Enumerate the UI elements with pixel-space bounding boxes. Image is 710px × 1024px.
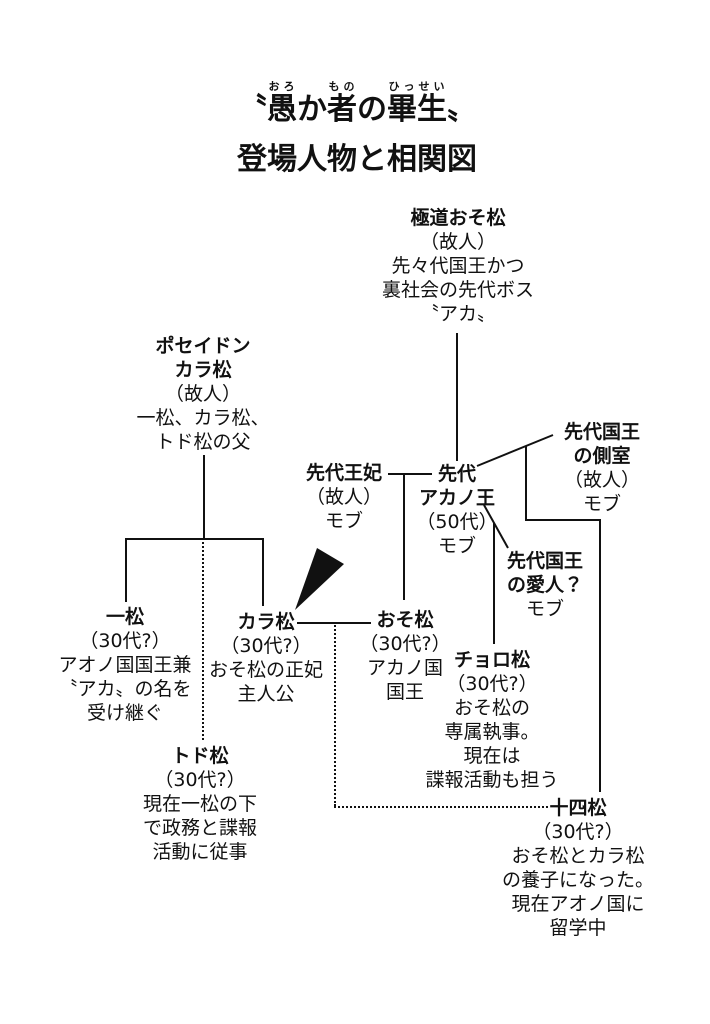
node-todomatsu: トド松 （30代?） 現在一松の下 で政務と諜報 活動に従事	[143, 744, 257, 864]
connector-to-juushimatsu-vertical	[599, 519, 601, 792]
character-detail: 主人公	[237, 683, 295, 705]
character-detail: （故人）	[164, 383, 242, 405]
node-sendai-kokuou-sokushitsu: 先代国王 の側室 （故人） モブ	[564, 420, 640, 516]
character-name: 極道おそ松	[410, 207, 506, 229]
character-detail: 〝アカ〟	[419, 303, 497, 325]
character-detail: アカノ国	[366, 657, 444, 679]
character-name: ポセイドン	[155, 335, 251, 357]
character-detail: （30代?）	[532, 821, 624, 843]
character-name: 十四松	[549, 797, 607, 819]
character-detail: おそ松の	[453, 697, 531, 719]
character-detail: 一松、カラ松、	[136, 407, 270, 429]
character-name: 先代	[437, 463, 476, 485]
character-detail: （30代?）	[359, 633, 451, 655]
quote-close: 〟	[447, 92, 477, 127]
character-name: チョロ松	[453, 649, 531, 671]
connector-adoption-dotted-vertical	[334, 622, 336, 806]
node-karamatsu: カラ松 （30代?） おそ松の正妃 主人公	[209, 610, 323, 706]
character-name: カラ松	[174, 359, 232, 381]
character-detail: モブ	[582, 493, 622, 515]
character-name: の愛人？	[506, 574, 584, 596]
node-ichimatsu: 一松 （30代?） アオノ国国王兼 〝アカ〟の名を 受け継ぐ	[58, 605, 191, 725]
connector-bracket-to-todomatsu-dotted	[202, 538, 204, 740]
character-detail: おそ松の正妃	[208, 659, 324, 681]
connector-poseidon-drop	[203, 455, 205, 538]
character-detail: （50代）	[416, 511, 498, 533]
node-poseidon-karamatsu: ポセイドン カラ松 （故人） 一松、カラ松、 トド松の父	[136, 334, 269, 454]
page-title: 〝愚おろか者ものの畢生ひっせい〟 登場人物と相関図	[237, 80, 477, 178]
character-detail: で政務と諜報	[142, 817, 258, 839]
character-name: カラ松	[237, 611, 295, 633]
character-detail: 専属執事。	[444, 721, 540, 743]
connector-sokushitsu-child-vertical	[525, 446, 527, 521]
node-sendai-kokuou-aijin: 先代国王 の愛人？ モブ	[507, 549, 583, 621]
character-detail: 国王	[385, 681, 425, 703]
character-detail: （30代?）	[154, 769, 246, 791]
character-name: アカノ王	[418, 487, 495, 509]
node-sendai-ouhi: 先代王妃 （故人） モブ	[306, 461, 382, 533]
node-choromatsu: チョロ松 （30代?） おそ松の 専属執事。 現在は 諜報活動も担う	[425, 648, 558, 792]
connector-adoption-dotted-to-juushimatsu	[334, 806, 548, 808]
node-gokudo-osomatsu: 極道おそ松 （故人） 先々代国王かつ 裏社会の先代ボス 〝アカ〟	[382, 206, 534, 326]
character-detail: の養子になった。	[501, 869, 655, 891]
character-detail: モブ	[525, 598, 565, 620]
character-detail: モブ	[324, 510, 364, 532]
character-detail: （故人）	[419, 231, 497, 253]
character-detail: 〝アカ〟の名を	[58, 678, 192, 700]
character-detail: 受け継ぐ	[86, 702, 164, 724]
node-juushimatsu: 十四松 （30代?） おそ松とカラ松 の養子になった。 現在アオノ国に 留学中	[502, 796, 654, 940]
character-detail: モブ	[437, 535, 476, 557]
character-name: トド松	[171, 745, 229, 767]
character-name: の側室	[573, 445, 631, 467]
character-detail: 留学中	[549, 917, 607, 939]
protagonist-pointer-icon	[295, 548, 344, 610]
character-detail: （30代?）	[220, 635, 312, 657]
node-osomatsu: おそ松 （30代?） アカノ国 国王	[359, 608, 450, 704]
connector-bracket-to-karamatsu	[262, 538, 264, 606]
title-ruby-oro: 愚おろ	[267, 80, 297, 127]
connector-to-osomatsu	[403, 473, 405, 600]
character-detail: 諜報活動も担う	[425, 769, 559, 791]
character-detail: おそ松とカラ松	[511, 845, 645, 867]
character-detail: 先々代国王かつ	[391, 255, 525, 277]
character-detail: 現在アオノ国に	[511, 893, 645, 915]
connector-sokushitsu-child-horizontal	[525, 519, 601, 521]
page-subtitle: 登場人物と相関図	[237, 141, 477, 177]
character-name: 先代王妃	[305, 462, 383, 484]
character-detail: （30代?）	[79, 630, 171, 652]
title-ruby-ka: か	[297, 92, 327, 127]
connector-bracket-to-ichimatsu	[125, 538, 127, 602]
character-detail: アオノ国国王兼	[58, 654, 192, 676]
connector-siblings-bracket	[125, 538, 264, 540]
title-ruby-no: の	[357, 92, 387, 127]
character-detail: トド松の父	[155, 431, 251, 453]
title-ruby-mono: 者もの	[327, 80, 357, 127]
character-detail: 現在一松の下	[142, 793, 258, 815]
character-name: 一松	[105, 606, 145, 628]
character-detail: （故人）	[305, 486, 383, 508]
character-detail: 現在は	[463, 745, 521, 767]
node-sendai-akano-ou: 先代 アカノ王 （50代） モブ	[416, 462, 497, 558]
character-name: 先代国王	[563, 421, 641, 443]
title-ruby-hissei: 畢生ひっせい	[387, 80, 447, 127]
connector-ouhi-akano-marriage	[388, 473, 432, 475]
character-name: おそ松	[376, 609, 434, 631]
connector-aijin-to-choromatsu	[493, 523, 495, 644]
character-detail: （30代?）	[446, 673, 538, 695]
connector-gokudo-to-akano	[456, 333, 458, 461]
character-name: 先代国王	[506, 550, 584, 572]
work-title: 〝愚おろか者ものの畢生ひっせい〟	[237, 80, 477, 131]
quote-open: 〝	[237, 92, 267, 127]
character-detail: （故人）	[563, 469, 641, 491]
character-detail: 裏社会の先代ボス	[381, 279, 535, 301]
character-detail: 活動に従事	[152, 841, 248, 863]
